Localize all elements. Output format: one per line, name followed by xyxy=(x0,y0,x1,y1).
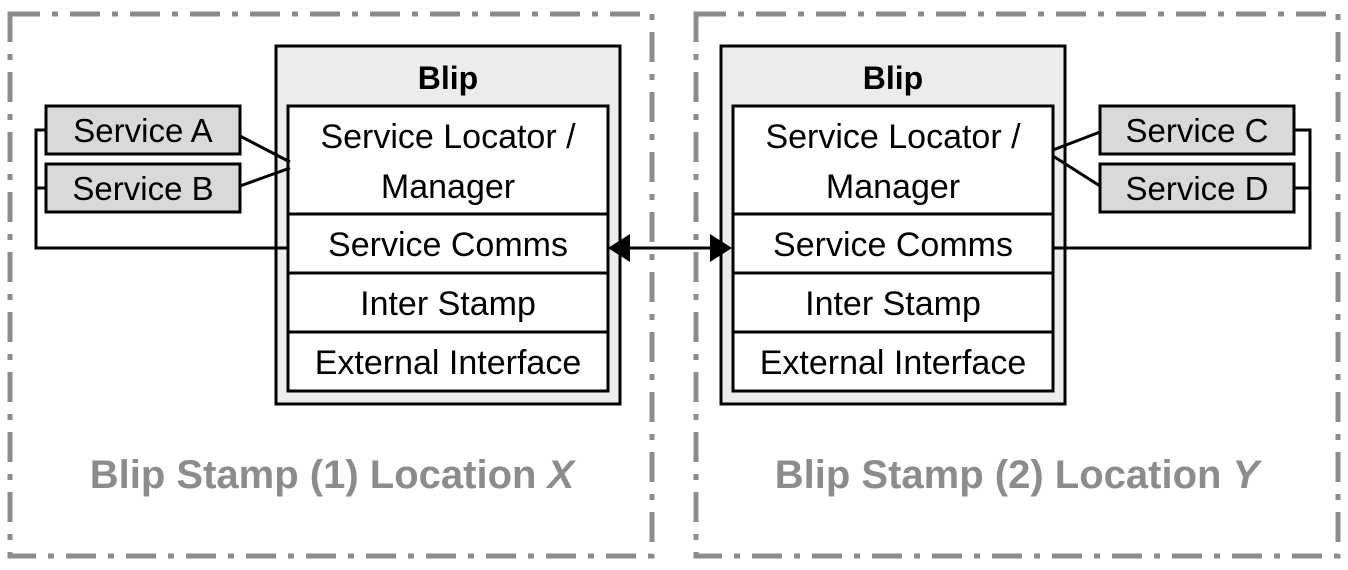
arrowhead-right xyxy=(710,234,732,262)
stamp-1-external-interface-box xyxy=(286,330,610,393)
stamp-1-caption: Blip Stamp (1) Location X xyxy=(90,453,577,497)
stamp-2-blip-title: Blip xyxy=(863,60,923,96)
stamp-2-external-interface-box xyxy=(731,330,1055,393)
stamp-2-service-locator-line2: Manager xyxy=(826,168,960,206)
service-d-box xyxy=(1098,162,1296,214)
stamp-1-inter-stamp-label: Inter Stamp xyxy=(360,285,536,323)
stamp-1: Blip Service Locator / Manager Service C… xyxy=(7,11,655,559)
stamp-2-service-comms-box xyxy=(731,212,1055,275)
stamp-1-service-locator-line2: Manager xyxy=(381,168,515,206)
stamp-2-service-comms-label: Service Comms xyxy=(773,226,1013,264)
service-b-label: Service B xyxy=(72,170,213,207)
service-a-box xyxy=(44,104,242,156)
stamp-1-service-comms-label: Service Comms xyxy=(328,226,568,264)
stamp-2-inter-stamp-label: Inter Stamp xyxy=(805,285,981,323)
service-comms-bidirectional-arrow xyxy=(608,234,732,262)
stamp-1-service-locator-line1: Service Locator / xyxy=(320,118,576,156)
stamp-2-caption: Blip Stamp (2) Location Y xyxy=(775,453,1263,497)
stamp-1-connectors xyxy=(34,128,291,250)
stamp-2-border xyxy=(693,11,1341,559)
stamp-2: Blip Service Locator / Manager Service C… xyxy=(693,11,1341,559)
service-d-label: Service D xyxy=(1125,170,1268,207)
stamp-1-service-locator-box xyxy=(286,104,610,216)
stamp-1-external-interface-label: External Interface xyxy=(315,344,581,382)
stamp-1-blip-title: Blip xyxy=(418,60,478,96)
stamp-2-connectors xyxy=(1052,128,1312,250)
service-c-label: Service C xyxy=(1125,112,1268,149)
stamp-1-border xyxy=(7,11,655,559)
service-c-box xyxy=(1098,104,1296,156)
stamp-2-external-interface-label: External Interface xyxy=(760,344,1026,382)
arrowhead-left xyxy=(608,234,630,262)
service-a-label: Service A xyxy=(73,112,212,149)
stamp-2-service-locator-line1: Service Locator / xyxy=(765,118,1021,156)
